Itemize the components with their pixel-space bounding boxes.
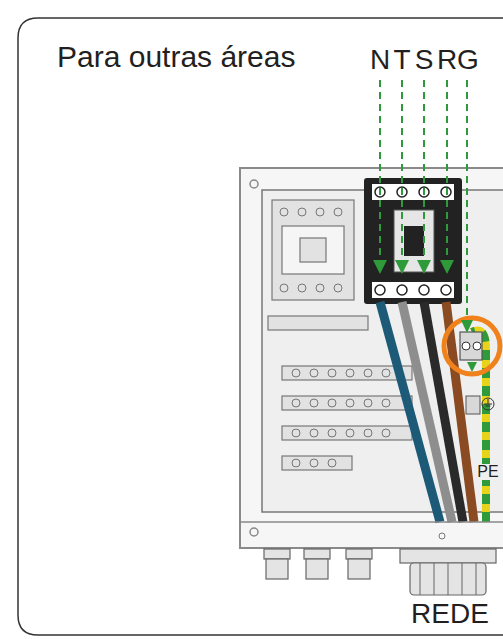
wires [380, 302, 486, 522]
ground-symbol [482, 398, 494, 410]
phase-label: G [457, 46, 479, 74]
phase-label: N [370, 46, 390, 74]
phase-label: R [437, 46, 457, 74]
ground-label: PE [476, 464, 499, 480]
grid-label: REDE [411, 600, 489, 628]
cable-glands [264, 549, 496, 595]
highlight-circle [444, 318, 500, 374]
phase-label: S [415, 46, 434, 74]
title: Para outras áreas [57, 42, 295, 72]
phase-label: T [393, 46, 410, 74]
guide-lines [380, 80, 467, 322]
frame [18, 18, 503, 635]
housing [240, 168, 503, 548]
